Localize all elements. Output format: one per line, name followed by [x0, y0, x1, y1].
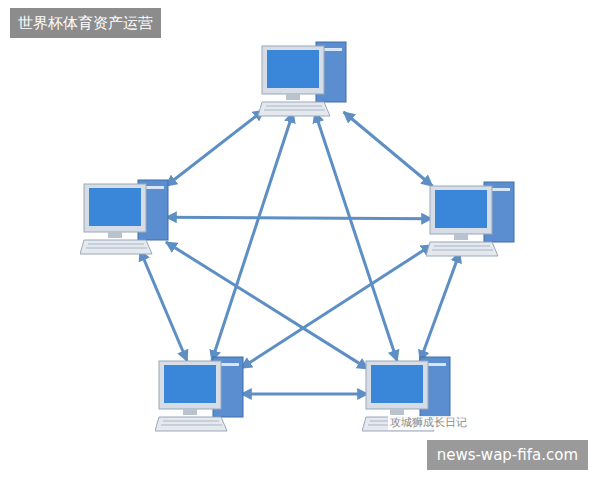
computer-icon [80, 178, 172, 256]
corner-label: news-wap-fifa.com [427, 440, 588, 470]
network-link [166, 110, 264, 186]
computer-node [258, 40, 350, 118]
corner-label: 世界杯体育资产运营 [10, 8, 161, 38]
network-link [344, 112, 433, 186]
computer-node [155, 355, 247, 433]
network-link [241, 393, 368, 396]
watermark: 攻城狮成长日记 [388, 416, 469, 430]
computer-icon [155, 355, 247, 433]
network-link [212, 112, 293, 361]
computer-node [80, 178, 172, 256]
network-link [420, 252, 460, 361]
computer-node [426, 180, 518, 258]
computer-icon [426, 180, 518, 258]
network-link [166, 217, 432, 219]
network-link [140, 250, 187, 361]
network-link [241, 245, 432, 368]
computer-icon [258, 40, 350, 118]
network-link [315, 112, 397, 361]
